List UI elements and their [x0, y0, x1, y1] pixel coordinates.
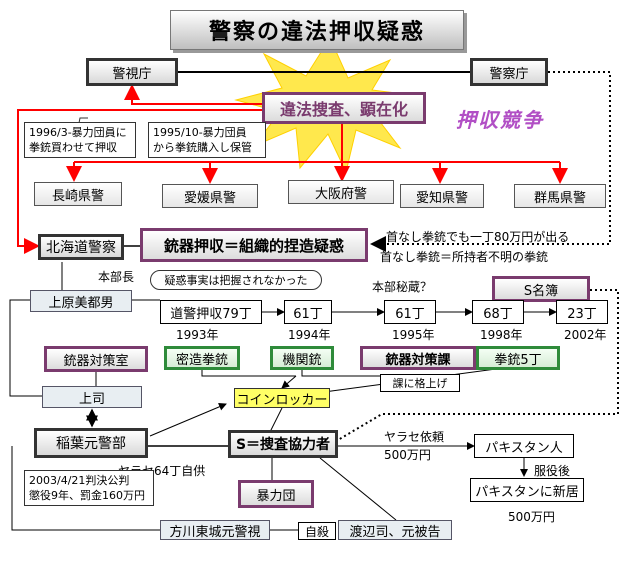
prefecture-ehime: 愛媛県警 [162, 184, 258, 208]
man500-b-label: 500万円 [508, 510, 555, 524]
taisakuka-box: 銃器対策課 [360, 346, 476, 370]
juki-taisaku-box: 銃器対策室 [44, 346, 148, 372]
jisatsu-box: 自殺 [298, 522, 336, 540]
watanabe-box: 渡辺司、元被告 [338, 520, 452, 540]
yarase-irai-label: ヤラセ依頼 [384, 430, 445, 444]
kikanju-box: 機関銃 [270, 346, 334, 370]
s-meibo-box: S名簿 [492, 276, 590, 302]
honbu-hizo-label: 本部秘蔵？ [372, 280, 433, 294]
mitsuzo-box: 密造拳銃 [164, 346, 240, 370]
callout-1995-line2: から拳銃購入し保管 [153, 141, 252, 154]
timeline-count-1994: 61丁 [284, 300, 332, 324]
callout-1995: 1995/10-暴力団員 から拳銃購入し保管 [148, 122, 266, 158]
shinkyo-box: パキスタンに新居 [470, 478, 584, 502]
prefecture-gunma: 群馬県警 [514, 184, 606, 208]
honbucho-label: 本部長 [98, 270, 135, 284]
keishicho-box: 警視庁 [86, 58, 178, 86]
timeline-count-1998: 68丁 [472, 300, 524, 324]
giwaku-callout: 疑惑事実は把握されなかった [150, 270, 322, 290]
timeline-year-2002: 2002年 [564, 328, 607, 342]
kakage-box: 課に格上げ [380, 374, 460, 392]
owner-note: 首なし拳銃＝所持者不明の拳銃 [380, 250, 549, 264]
callout-1995-line1: 1995/10-暴力団員 [153, 126, 247, 139]
hojo-box: 方川東城元警視 [160, 520, 270, 540]
s-kyoryoku-label: S＝捜査協力者 [235, 437, 331, 453]
burst-label: 違法捜査、顕在化 [262, 92, 426, 124]
prefecture-aichi: 愛知県警 [400, 184, 484, 208]
coin-locker-box: コインロッカー [234, 388, 330, 408]
juki-oshu-box: 銃器押収＝組織的捏造疑惑 [140, 228, 368, 262]
prefecture-nagasaki: 長崎県警 [34, 182, 122, 206]
callout-1996-line2: 拳銃買わせて押収 [29, 141, 117, 154]
inaba-box: 稲葉元警部 [34, 428, 148, 458]
timeline-count-1995: 61丁 [384, 300, 436, 324]
boryokudan-box: 暴力団 [238, 480, 314, 508]
timeline-year-1995: 1995年 [392, 328, 435, 342]
callout-1996-line1: 1996/3-暴力団員に [29, 126, 127, 139]
timeline-year-1993: 1993年 [176, 328, 219, 342]
callout-1996: 1996/3-暴力団員に 拳銃買わせて押収 [24, 122, 136, 158]
s-kyoryoku-box: S＝捜査協力者 [228, 430, 338, 458]
man500-a-label: 500万円 [384, 448, 431, 462]
keisatsucho-box: 警察庁 [470, 58, 548, 86]
pakistani-box: パキスタン人 [474, 434, 574, 458]
hanketsu-line1: 2003/4/21判決公判 [29, 474, 130, 487]
timeline-year-1994: 1994年 [288, 328, 331, 342]
hanketsu-callout: 2003/4/21判決公判 懲役9年、罰金160万円 [24, 470, 154, 506]
kenju5-box: 拳銃5丁 [476, 346, 560, 370]
hanketsu-line2: 懲役9年、罰金160万円 [29, 489, 145, 502]
timeline-year-1998: 1998年 [480, 328, 523, 342]
uehara-box: 上原美都男 [30, 290, 132, 312]
oshu-kyoso-label: 押収競争 [456, 108, 544, 132]
prefecture-osaka: 大阪府警 [288, 180, 394, 204]
joshi-box: 上司 [42, 386, 142, 408]
timeline-count-1993: 道警押収79丁 [160, 300, 262, 324]
fukuekigo-label: 服役後 [534, 464, 571, 478]
price-note: 首なし拳銃でも一丁80万円が出る [386, 230, 570, 244]
hokkaido-police-box: 北海道警察 [38, 234, 124, 260]
page-title: 警察の違法押収疑惑 [170, 10, 464, 50]
timeline-count-2002: 23丁 [556, 300, 608, 324]
